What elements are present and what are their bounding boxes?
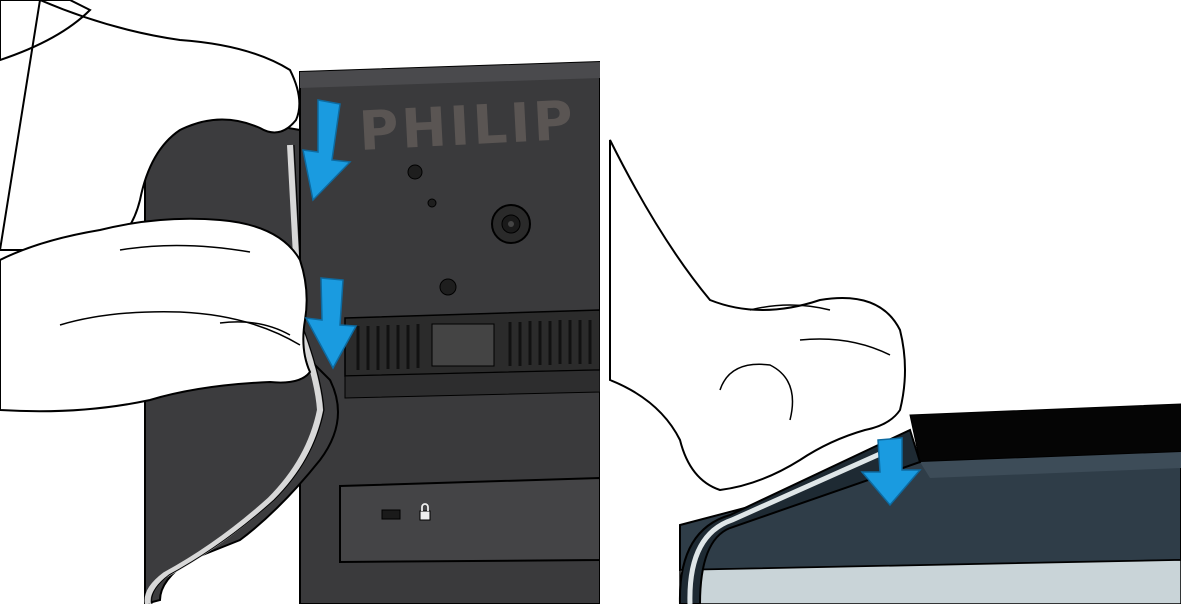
hand-icon <box>610 140 905 490</box>
port-slot <box>382 510 400 519</box>
left-illustration-panel: PHILIP <box>0 0 600 604</box>
connector-recess <box>432 324 494 366</box>
mount-hole <box>428 199 436 207</box>
right-illustration-panel <box>600 0 1181 604</box>
mount-hole <box>440 279 456 295</box>
monitor-edge-illustration <box>600 0 1181 604</box>
hand-icon <box>0 219 310 412</box>
mount-hole <box>408 165 422 179</box>
port-panel <box>340 478 600 562</box>
monitor-back-illustration: PHILIP <box>0 0 600 604</box>
brand-logo-text: PHILIP <box>357 89 577 163</box>
